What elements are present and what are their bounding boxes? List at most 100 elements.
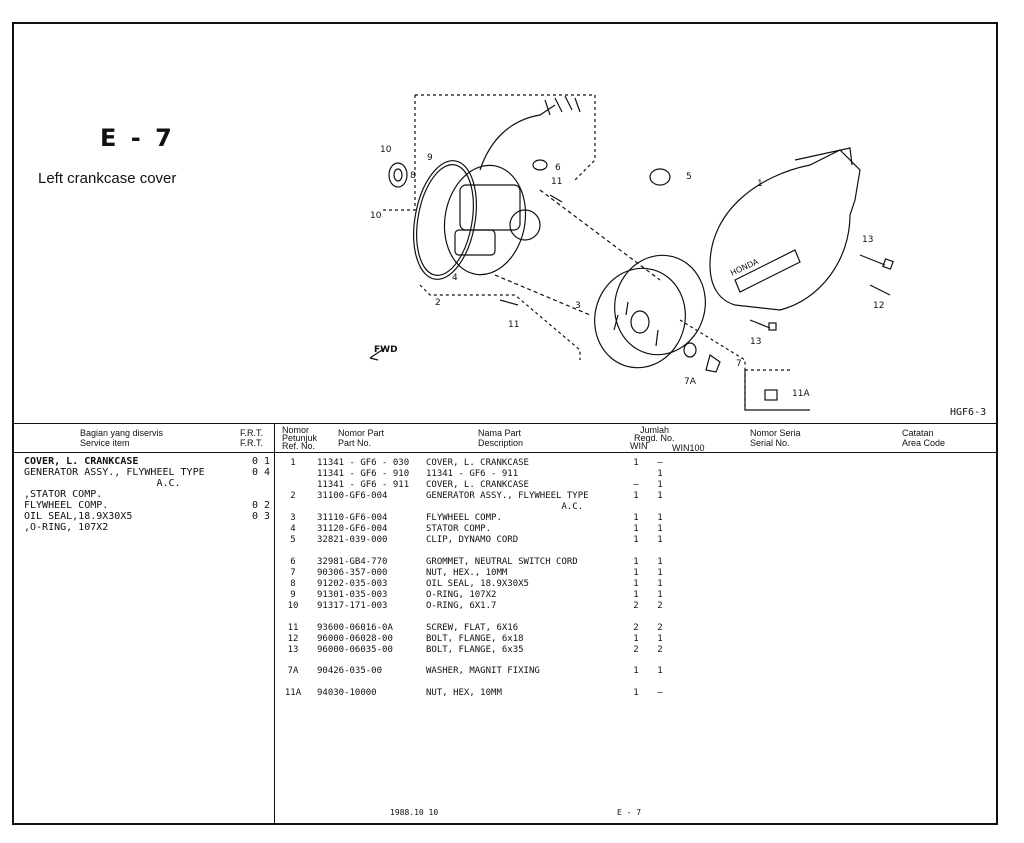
part-ref: 4: [290, 524, 296, 534]
part-description: STATOR COMP.: [426, 524, 492, 534]
svg-text:10: 10: [370, 211, 382, 221]
qty-win: 1: [633, 688, 639, 698]
part-ref: 11A: [284, 688, 302, 698]
part-ref: 5: [290, 535, 296, 545]
part-number: 32981-GB4-770: [317, 557, 388, 567]
part-number: 31120-GF6-004: [317, 524, 388, 534]
header-qty-id-1: Jumlah: [640, 425, 670, 435]
header-frt-1: F.R.T.: [240, 428, 264, 438]
part-description: FLYWHEEL COMP.: [426, 513, 502, 523]
svg-text:8: 8: [410, 171, 416, 181]
exploded-parts-diagram: 10 8 9 10 4 2 11 6 11 5 3 1 13 12 13 7 7…: [369, 94, 894, 411]
part-number: 32821-039-000: [317, 535, 388, 545]
part-number: 11341 - GF6 - 910: [317, 469, 410, 479]
qty-win100: 1: [657, 557, 663, 567]
qty-win: –: [633, 480, 639, 490]
part-description: CLIP, DYNAMO CORD: [426, 535, 519, 545]
svg-text:7: 7: [736, 359, 742, 369]
part-number: 11341 - GF6 - 030: [317, 458, 410, 468]
qty-win: 1: [633, 568, 639, 578]
qty-win100: 1: [657, 524, 663, 534]
service-item: ,STATOR COMP.: [24, 489, 103, 500]
service-item-frt: 0 2: [252, 500, 271, 511]
svg-text:3: 3: [575, 301, 581, 311]
part-ref: 7A: [287, 666, 299, 676]
service-item-frt: 0 4: [252, 467, 271, 478]
part-ref: 12: [287, 634, 299, 644]
part-description: A.C.: [426, 502, 584, 512]
service-item-frt: 0 1: [252, 456, 271, 467]
qty-win100: 2: [657, 601, 663, 611]
svg-text:9: 9: [427, 153, 433, 163]
part-number: 91202-035-003: [317, 579, 388, 589]
svg-text:4: 4: [452, 273, 458, 283]
footer-date: 1988.10 10: [390, 808, 439, 817]
part-description: COVER, L. CRANKCASE: [426, 480, 529, 490]
part-ref: 11: [287, 623, 299, 633]
qty-win100: 2: [657, 645, 663, 655]
part-ref: 6: [290, 557, 296, 567]
header-name-id: Nama Part: [478, 428, 522, 438]
part-description: 11341 - GF6 - 911: [426, 469, 519, 479]
part-number: 94030-10000: [317, 688, 377, 698]
qty-win: 1: [633, 524, 639, 534]
part-description: BOLT, FLANGE, 6x35: [426, 645, 524, 655]
header-rule: [12, 452, 998, 453]
diagram-code: HGF6-3: [950, 407, 987, 418]
qty-win100: 2: [657, 623, 663, 633]
part-description: COVER, L. CRANKCASE: [426, 458, 529, 468]
header-service-item-id: Bagian yang diservis: [80, 428, 164, 438]
qty-win100: 1: [657, 666, 663, 676]
footer-page: E - 7: [617, 808, 642, 817]
header-qty-win100: WIN100: [672, 443, 705, 453]
service-item: A.C.: [24, 478, 181, 489]
svg-text:13: 13: [750, 337, 761, 347]
qty-win100: 1: [657, 568, 663, 578]
part-ref: 2: [290, 491, 296, 501]
header-name-en: Description: [478, 438, 524, 448]
qty-win100: 1: [657, 579, 663, 589]
part-description: GENERATOR ASSY., FLYWHEEL TYPE: [426, 491, 589, 501]
section-code: E - 7: [100, 124, 175, 152]
service-item-frt: 0 3: [252, 511, 271, 522]
header-qty-win: WIN: [630, 441, 648, 451]
part-description: SCREW, FLAT, 6X16: [426, 623, 519, 633]
part-number: 31110-GF6-004: [317, 513, 388, 523]
part-number: 90306-357-000: [317, 568, 388, 578]
qty-win100: 1: [657, 480, 663, 490]
part-ref: 3: [290, 513, 296, 523]
service-item: ,O-RING, 107X2: [24, 522, 109, 533]
qty-win100: 1: [657, 513, 663, 523]
svg-text:13: 13: [862, 235, 873, 245]
svg-text:6: 6: [555, 163, 561, 173]
part-number: 11341 - GF6 - 911: [317, 480, 410, 490]
part-number: 96000-06028-00: [317, 634, 393, 644]
part-description: WASHER, MAGNIT FIXING: [426, 666, 540, 676]
header-remarks-en: Area Code: [902, 438, 946, 448]
part-number: 91301-035-003: [317, 590, 388, 600]
svg-text:7A: 7A: [684, 377, 697, 387]
part-description: O-RING, 107X2: [426, 590, 497, 600]
qty-win: 2: [633, 645, 639, 655]
service-item: FLYWHEEL COMP.: [24, 500, 109, 511]
qty-win100: –: [657, 688, 663, 698]
qty-win: 1: [633, 513, 639, 523]
part-description: GROMMET, NEUTRAL SWITCH CORD: [426, 557, 578, 567]
service-item: OIL SEAL,18.9X30X5: [24, 511, 133, 522]
column-divider: [274, 424, 275, 824]
qty-win: 1: [633, 634, 639, 644]
header-ref-en: Ref. No.: [282, 441, 316, 451]
header-serial-id: Nomor Seria: [750, 428, 801, 438]
svg-text:12: 12: [873, 301, 884, 311]
qty-win: 1: [633, 458, 639, 468]
qty-win100: 1: [657, 535, 663, 545]
service-item: GENERATOR ASSY., FLYWHEEL TYPE: [24, 467, 205, 478]
svg-text:5: 5: [686, 172, 692, 182]
svg-text:FWD: FWD: [374, 345, 398, 355]
part-description: BOLT, FLANGE, 6x18: [426, 634, 524, 644]
part-number: 91317-171-003: [317, 601, 388, 611]
part-ref: 13: [287, 645, 299, 655]
section-title: Left crankcase cover: [38, 170, 177, 187]
part-ref: 7: [290, 568, 296, 578]
header-serial-en: Serial No.: [750, 438, 790, 448]
